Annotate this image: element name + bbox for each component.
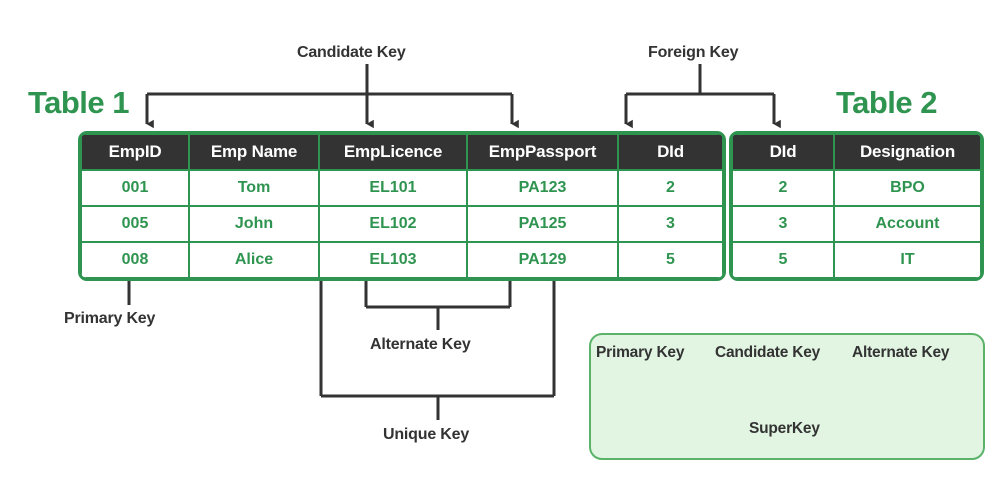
cell-empid: 001: [81, 170, 189, 206]
candidate-key-label: Candidate Key: [297, 44, 406, 61]
cell-did: 5: [618, 242, 723, 278]
cell-did: 5: [732, 242, 834, 278]
legend-alternate-key-label: Alternate Key: [852, 344, 950, 361]
cell-emplicence: EL103: [319, 242, 467, 278]
cell-emppassport: PA125: [467, 206, 618, 242]
department-table: DId Designation 2 BPO 3 Account 5 IT: [729, 131, 984, 281]
cell-did: 3: [618, 206, 723, 242]
table-row: 008 Alice EL103 PA129 5: [81, 242, 723, 278]
cell-emppassport: PA123: [467, 170, 618, 206]
cell-empname: John: [189, 206, 319, 242]
legend-candidate-key-label: Candidate Key: [715, 344, 821, 361]
column-header-did: DId: [732, 134, 834, 170]
column-header-did: DId: [618, 134, 723, 170]
cell-designation: BPO: [834, 170, 981, 206]
foreign-key-connector: [624, 64, 781, 129]
alternate-key-label: Alternate Key: [370, 336, 471, 353]
cell-emplicence: EL102: [319, 206, 467, 242]
cell-empid: 008: [81, 242, 189, 278]
alternate-key-connector: [359, 272, 512, 330]
table2-title: Table 2: [836, 85, 938, 120]
primary-key-label: Primary Key: [64, 310, 156, 327]
unique-key-label: Unique Key: [383, 426, 470, 443]
table1-title: Table 1: [28, 85, 130, 120]
table1-header-row: EmpID Emp Name EmpLicence EmpPassport DI…: [81, 134, 723, 170]
table-row: 5 IT: [732, 242, 981, 278]
cell-designation: Account: [834, 206, 981, 242]
foreign-key-label: Foreign Key: [648, 44, 739, 61]
cell-did: 2: [618, 170, 723, 206]
legend-superkey-label: SuperKey: [749, 420, 820, 437]
cell-empname: Tom: [189, 170, 319, 206]
cell-emppassport: PA129: [467, 242, 618, 278]
legend-primary-key-label: Primary Key: [596, 344, 685, 361]
cell-did: 2: [732, 170, 834, 206]
cell-empname: Alice: [189, 242, 319, 278]
table-row: 001 Tom EL101 PA123 2: [81, 170, 723, 206]
column-header-emplicence: EmpLicence: [319, 134, 467, 170]
cell-did: 3: [732, 206, 834, 242]
column-header-emppassport: EmpPassport: [467, 134, 618, 170]
cell-emplicence: EL101: [319, 170, 467, 206]
column-header-designation: Designation: [834, 134, 981, 170]
table-row: 3 Account: [732, 206, 981, 242]
cell-empid: 005: [81, 206, 189, 242]
cell-designation: IT: [834, 242, 981, 278]
superkey-legend-panel: [589, 333, 985, 460]
table2-header-row: DId Designation: [732, 134, 981, 170]
column-header-empname: Emp Name: [189, 134, 319, 170]
table-row: 005 John EL102 PA125 3: [81, 206, 723, 242]
employee-table: EmpID Emp Name EmpLicence EmpPassport DI…: [78, 131, 726, 281]
table-row: 2 BPO: [732, 170, 981, 206]
column-header-empid: EmpID: [81, 134, 189, 170]
candidate-key-connector: [145, 64, 519, 129]
